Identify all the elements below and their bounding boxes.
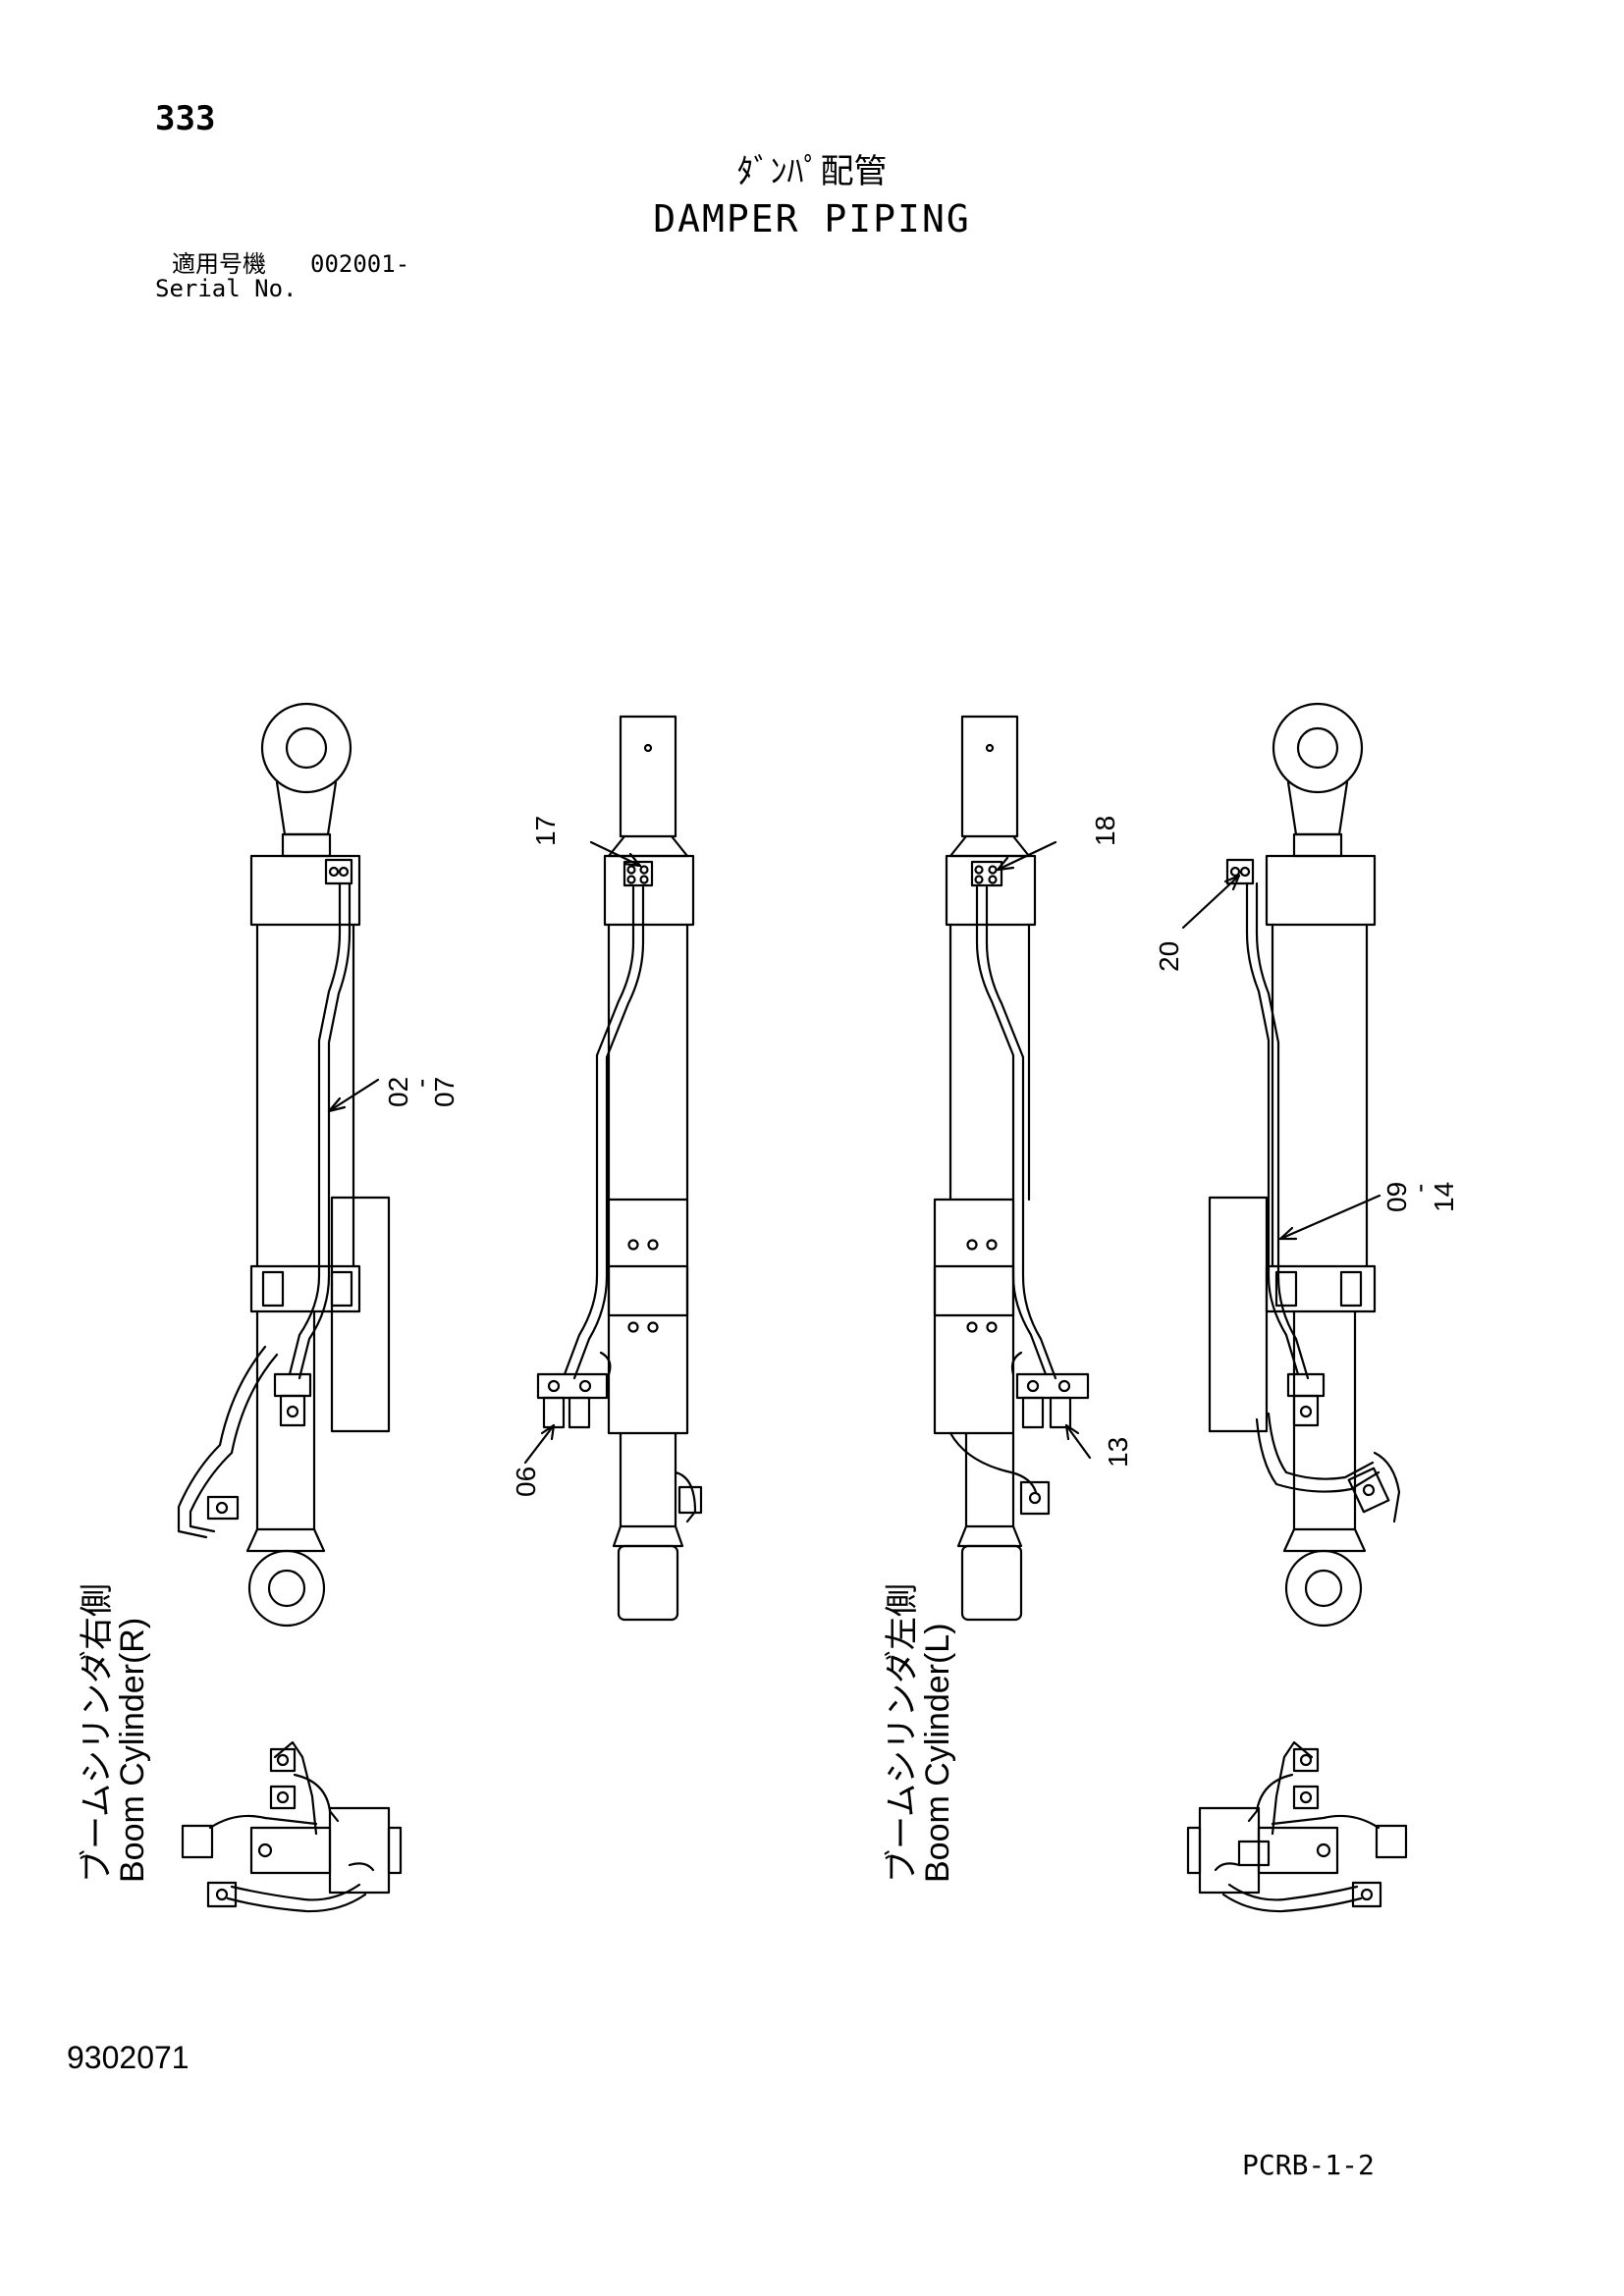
callout-18: 18 [1090, 816, 1120, 846]
boom-cylinder-right-front-view [523, 715, 703, 1622]
drawing-number: 9302071 [67, 2040, 189, 2075]
view-label-right-japanese: ブームシリンダ右側 [79, 1583, 116, 1883]
page-number: 333 [155, 99, 216, 138]
page-title: DAMPER PIPING [653, 197, 971, 240]
callout-09-14-dash: - [1404, 1184, 1435, 1193]
callout-09-14-start: 09 [1381, 1182, 1412, 1212]
callout-02-07-dash: - [406, 1079, 436, 1088]
callout-02-07-start: 02 [383, 1077, 413, 1107]
callout-09-14-end: 14 [1429, 1182, 1459, 1212]
boom-cylinder-left-front-view [933, 715, 1092, 1622]
detail-view-left [1186, 1740, 1408, 1913]
section-code: PCRB-1-2 [1242, 2149, 1375, 2181]
detail-view-right [181, 1740, 403, 1913]
callout-13: 13 [1103, 1437, 1133, 1468]
view-label-left: Boom Cylinder(L) [919, 1623, 956, 1883]
callout-20: 20 [1154, 941, 1184, 972]
callout-06: 06 [511, 1467, 541, 1497]
serial-label: Serial No. [155, 275, 298, 302]
callout-labels: 17 18 20 02 - 07 09 - 14 06 13 [383, 816, 1459, 1497]
callout-17: 17 [530, 816, 561, 846]
page-title-japanese: ﾀﾞﾝﾊﾟ配管 [736, 152, 888, 191]
view-label-right: Boom Cylinder(R) [114, 1617, 151, 1883]
serial-label-japanese: 適用号機 [172, 250, 266, 278]
callout-02-07-end: 07 [429, 1077, 460, 1107]
boom-cylinder-left-side-view [1181, 702, 1401, 1628]
serial-number-value: 002001- [310, 250, 410, 278]
boom-cylinder-right-side-view [177, 702, 391, 1628]
view-label-left-japanese: ブームシリンダ左側 [884, 1583, 921, 1883]
